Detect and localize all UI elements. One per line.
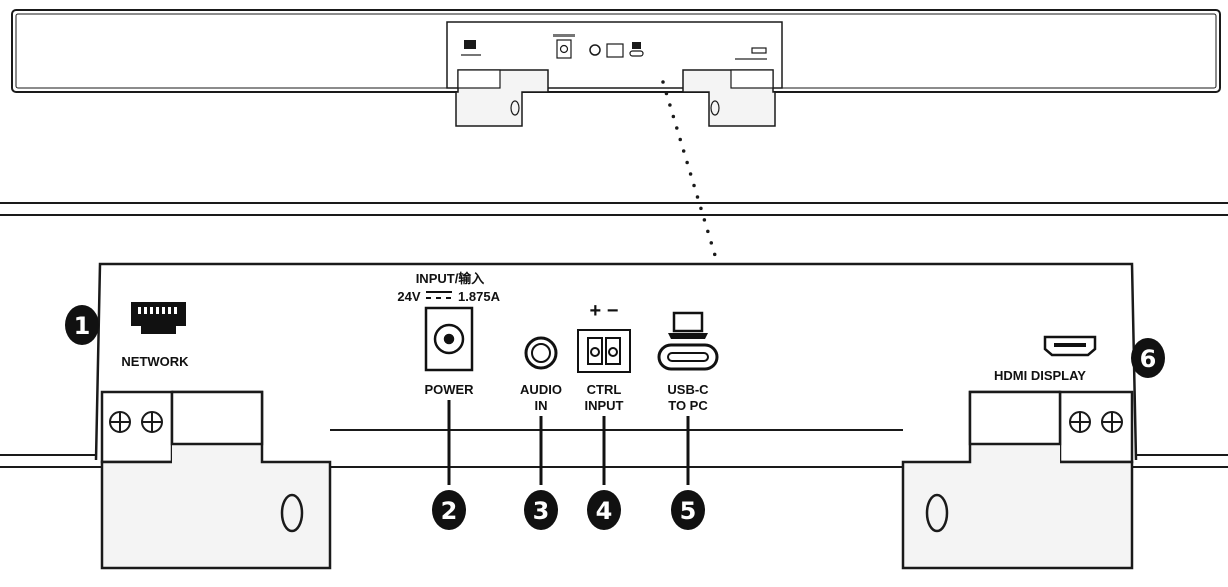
audio-jack-icon	[524, 336, 558, 370]
section-separator	[0, 202, 1228, 216]
screw-icon	[109, 411, 1123, 433]
network-label: NETWORK	[121, 354, 189, 369]
badge-1: 1	[65, 305, 99, 345]
leader-lines	[447, 400, 690, 485]
hdmi-label: HDMI DISPLAY	[994, 368, 1086, 383]
badge-5: 5	[671, 490, 705, 530]
svg-text:4: 4	[596, 497, 613, 525]
dc-power-jack-icon	[424, 306, 474, 372]
usb-c-port-icon	[657, 343, 719, 371]
hdmi-port-icon	[1043, 335, 1097, 357]
power-rating-current: 1.875A	[458, 289, 501, 304]
audio-label-line2: IN	[535, 398, 548, 413]
terminal-block-icon	[577, 329, 631, 373]
usb-label-line2: TO PC	[668, 398, 708, 413]
badge-6: 6	[1131, 338, 1165, 378]
right-mounting-bracket	[901, 390, 1134, 570]
overview-connector-panel	[446, 21, 783, 89]
usb-label-line1: USB-C	[667, 382, 709, 397]
power-label: POWER	[424, 382, 474, 397]
svg-text:1: 1	[74, 312, 91, 340]
overview-port-glyphs	[461, 34, 767, 60]
badge-3: 3	[524, 490, 558, 530]
svg-text:2: 2	[441, 497, 458, 525]
dc-symbol-icon	[426, 291, 452, 299]
zoom-dotted-line	[661, 80, 728, 294]
power-rating-line1: INPUT/输入	[416, 271, 485, 286]
soundbar-body	[11, 9, 1221, 93]
badge-2: 2	[432, 490, 466, 530]
ethernet-port-icon	[131, 302, 186, 334]
audio-label-line1: AUDIO	[520, 382, 562, 397]
polarity-label: + −	[590, 300, 619, 322]
ctrl-label-line1: CTRL	[587, 382, 622, 397]
svg-text:6: 6	[1140, 345, 1157, 373]
svg-text:5: 5	[680, 497, 697, 525]
laptop-icon	[668, 311, 708, 339]
left-mounting-bracket	[100, 390, 332, 570]
ctrl-label-line2: INPUT	[585, 398, 624, 413]
badge-4: 4	[587, 490, 621, 530]
soundbar-overview	[11, 9, 1221, 127]
power-rating-voltage: 24V	[397, 289, 420, 304]
svg-text:3: 3	[533, 497, 550, 525]
